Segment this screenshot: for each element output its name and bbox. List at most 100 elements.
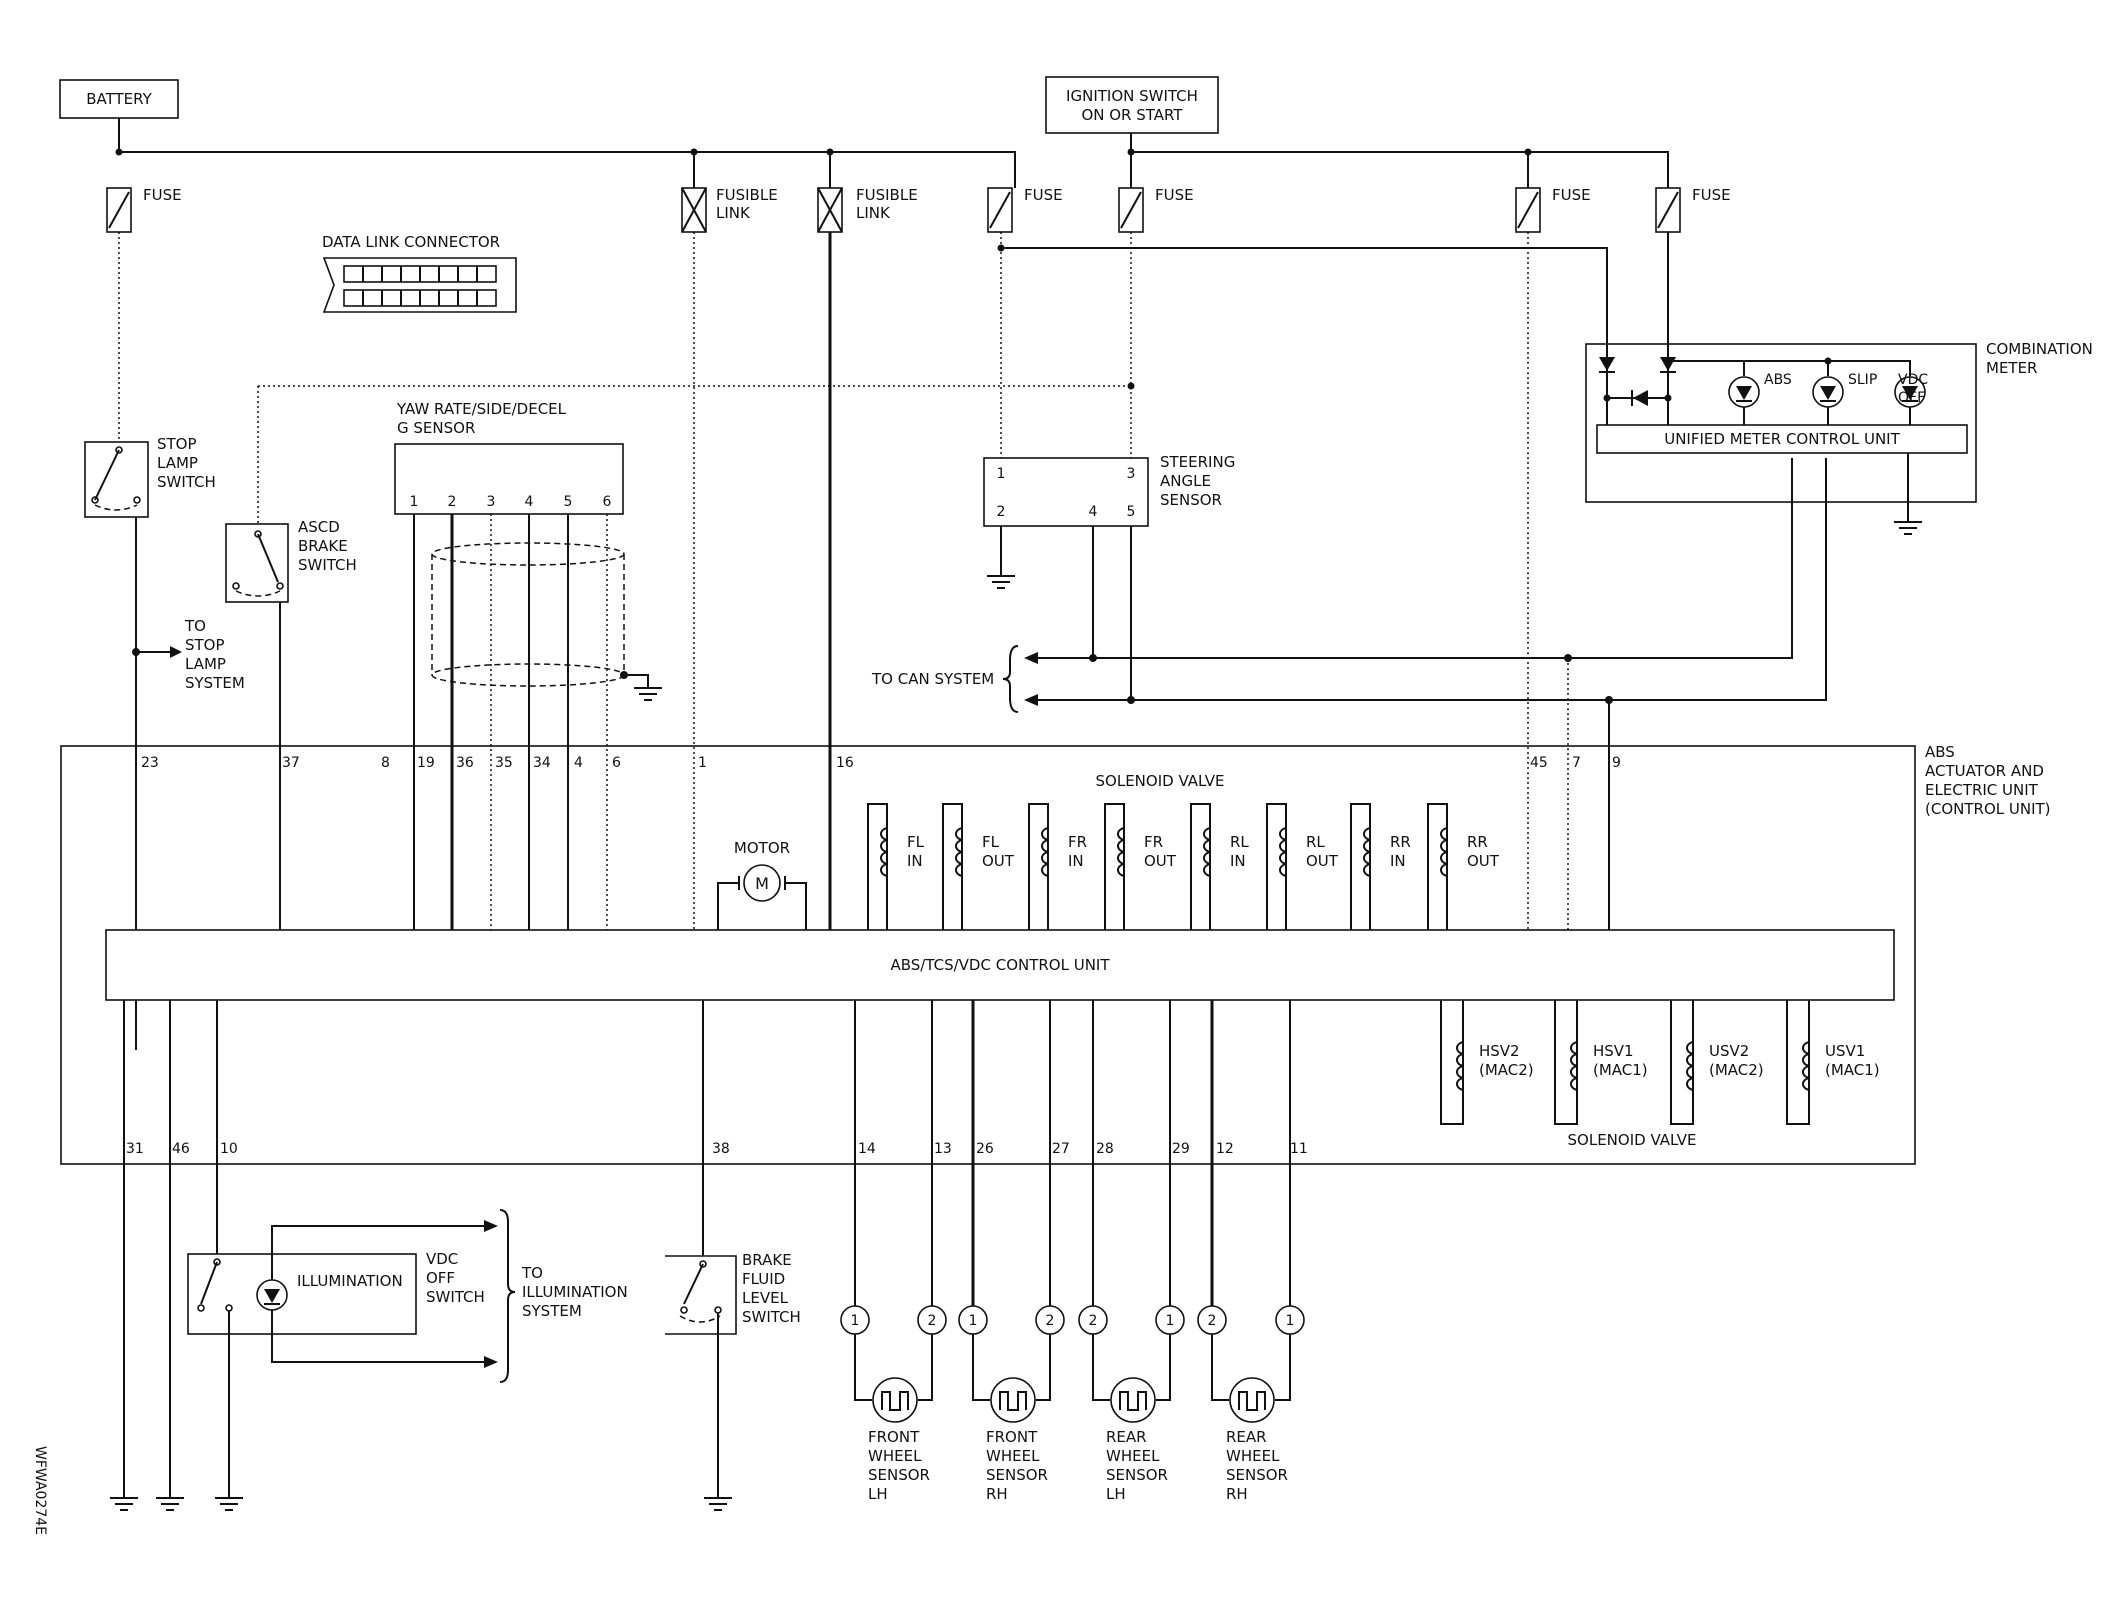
rear-lh-pin-b: 1 — [1166, 1313, 1175, 1329]
front-rh-pin-b: 2 — [1046, 1313, 1055, 1329]
motor — [743, 864, 781, 902]
steering-sensor-label-2: ANGLE — [1160, 472, 1211, 490]
pin-16: 16 — [836, 755, 854, 771]
rear-wheel-sensor-rh — [1229, 1377, 1275, 1423]
fuse-battery-steering — [987, 187, 1013, 233]
steering-pin-5: 5 — [1127, 504, 1136, 520]
pin-27: 27 — [1052, 1141, 1070, 1157]
valve-rl-out-label-2: OUT — [1306, 852, 1339, 870]
solenoid-valve-usv1 — [1786, 1000, 1810, 1125]
valve-usv2-label: USV2 — [1709, 1042, 1749, 1060]
front-wheel-sensor-rh — [990, 1377, 1036, 1423]
pin-4: 4 — [574, 755, 583, 771]
front-rh-label-4: RH — [986, 1485, 1008, 1503]
valve-fl-out-label-2: OUT — [982, 852, 1015, 870]
slip-indicator-lamp — [1812, 376, 1844, 408]
front-lh-pin-b: 2 — [928, 1313, 937, 1329]
valve-rr-out-label: RR — [1467, 833, 1488, 851]
yaw-pin-6: 6 — [603, 494, 612, 510]
pin-46: 46 — [172, 1141, 190, 1157]
pin-12: 12 — [1216, 1141, 1234, 1157]
front-rh-label-2: WHEEL — [986, 1447, 1040, 1465]
ground-vdc-switch — [215, 1497, 243, 1511]
to-can-system-label: TO CAN SYSTEM — [871, 670, 994, 688]
stop-lamp-switch-label-2: LAMP — [157, 454, 198, 472]
rear-lh-label-3: SENSOR — [1106, 1466, 1168, 1484]
brake-fluid-label-2: FLUID — [742, 1270, 785, 1288]
pin-11: 11 — [1290, 1141, 1308, 1157]
valve-usv1-label-2: (MAC1) — [1825, 1061, 1880, 1079]
ignition-switch-box — [1045, 76, 1219, 134]
data-link-connector-label: DATA LINK CONNECTOR — [322, 233, 500, 251]
to-illumination-label: TO — [521, 1264, 543, 1282]
rear-rh-label-2: WHEEL — [1226, 1447, 1280, 1465]
pin-1: 1 — [698, 755, 707, 771]
steering-pin-2: 2 — [997, 504, 1006, 520]
valve-hsv1-label: HSV1 — [1593, 1042, 1634, 1060]
unified-meter-control-unit-label: UNIFIED METER CONTROL UNIT — [1664, 430, 1900, 448]
abs-actuator-label-3: ELECTRIC UNIT — [1925, 781, 2039, 799]
fuse-label-5: FUSE — [1692, 186, 1731, 204]
pin-29: 29 — [1172, 1141, 1190, 1157]
front-rh-label-3: SENSOR — [986, 1466, 1048, 1484]
unified-meter-control-unit — [1596, 424, 1968, 454]
figure-code: WFWA0274E — [32, 1446, 48, 1535]
to-illumination-label-2: ILLUMINATION — [522, 1283, 628, 1301]
vdc-off-switch-label-2: OFF — [426, 1269, 455, 1287]
yaw-pin-2: 2 — [448, 494, 457, 510]
rear-rh-label-3: SENSOR — [1226, 1466, 1288, 1484]
pin-34: 34 — [533, 755, 551, 771]
abs-tcs-vdc-control-unit — [105, 929, 1895, 1001]
slip-lamp-label: SLIP — [1848, 372, 1877, 388]
front-lh-label-4: LH — [868, 1485, 888, 1503]
ignition-switch-label-2: ON OR START — [1081, 106, 1183, 124]
valve-hsv2-label: HSV2 — [1479, 1042, 1520, 1060]
front-wheel-sensor-lh — [872, 1377, 918, 1423]
valve-rr-in-label-2: IN — [1390, 852, 1406, 870]
pin-9: 9 — [1612, 755, 1621, 771]
valve-hsv1-label-2: (MAC1) — [1593, 1061, 1648, 1079]
pin-23: 23 — [141, 755, 159, 771]
rear-lh-pin-a: 2 — [1089, 1313, 1098, 1329]
valve-fr-out-label: FR — [1144, 833, 1163, 851]
ascd-brake-switch-label-2: BRAKE — [298, 537, 348, 555]
data-link-connector — [322, 257, 517, 313]
front-lh-label-3: SENSOR — [868, 1466, 930, 1484]
rear-rh-pin-b: 1 — [1286, 1313, 1295, 1329]
pin-14: 14 — [858, 1141, 876, 1157]
fusible-link-2-label: FUSIBLE — [856, 186, 918, 204]
vdc-lamp-label: VDC — [1898, 372, 1928, 388]
front-lh-label-2: WHEEL — [868, 1447, 922, 1465]
combination-meter-label: COMBINATION — [1986, 340, 2093, 358]
fuse-label-4: FUSE — [1552, 186, 1591, 204]
fuse-label-1: FUSE — [143, 186, 182, 204]
valve-fr-out-label-2: OUT — [1144, 852, 1177, 870]
pin-45: 45 — [1530, 755, 1548, 771]
stop-lamp-switch-label-3: SWITCH — [157, 473, 216, 491]
pin-7: 7 — [1572, 755, 1581, 771]
rear-rh-label: REAR — [1226, 1428, 1267, 1446]
fuse-stop-lamp — [106, 187, 132, 233]
rear-rh-pin-a: 2 — [1208, 1313, 1217, 1329]
stop-lamp-switch-label: STOP — [157, 435, 197, 453]
pin-37: 37 — [282, 755, 300, 771]
valve-fl-in-label: FL — [907, 833, 925, 851]
fuse-ignition-2 — [1515, 187, 1541, 233]
steering-pin-3: 3 — [1127, 466, 1136, 482]
yaw-pin-1: 1 — [410, 494, 419, 510]
yaw-sensor-label-2: G SENSOR — [397, 419, 475, 437]
ascd-brake-switch-label-3: SWITCH — [298, 556, 357, 574]
combination-meter-label-2: METER — [1986, 359, 2037, 377]
yaw-sensor-label: YAW RATE/SIDE/DECEL — [396, 400, 567, 418]
pin-36: 36 — [456, 755, 474, 771]
valve-usv1-label: USV1 — [1825, 1042, 1865, 1060]
valve-rr-out-label-2: OUT — [1467, 852, 1500, 870]
vdc-off-switch-label: VDC — [426, 1250, 458, 1268]
yaw-pin-4: 4 — [525, 494, 534, 510]
solenoid-valve-label-top: SOLENOID VALVE — [1096, 772, 1225, 790]
valve-fl-in-label-2: IN — [907, 852, 923, 870]
valve-rl-in-label-2: IN — [1230, 852, 1246, 870]
abs-actuator-label-2: ACTUATOR AND — [1925, 762, 2044, 780]
solenoid-valve-label-bottom: SOLENOID VALVE — [1568, 1131, 1697, 1149]
motor-label: MOTOR — [734, 839, 790, 857]
